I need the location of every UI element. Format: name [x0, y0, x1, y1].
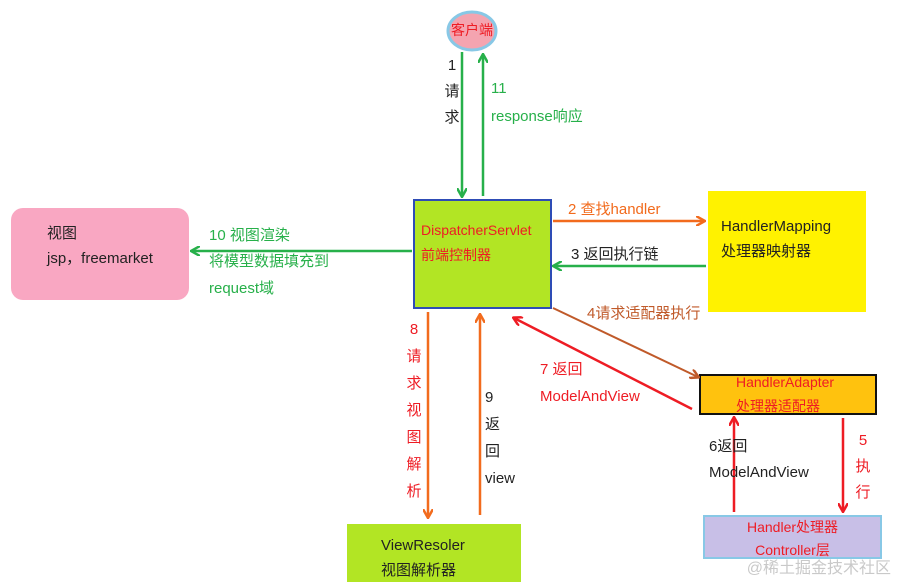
dispatcher-title: DispatcherServlet — [421, 222, 532, 238]
edge-8-num: 8 — [409, 321, 419, 338]
dispatcher-node-shape — [413, 199, 552, 309]
edge-9-char-2: 回 — [485, 443, 501, 460]
client-node-shape — [446, 10, 498, 52]
edge-8-char-4: 图 — [406, 429, 422, 446]
view-subtitle: jsp，freemarket — [47, 250, 153, 267]
edge-5-label: 5 执 行 — [854, 428, 872, 506]
edge-8-char-1: 请 — [406, 348, 422, 365]
client-node: 客户端 — [448, 19, 496, 41]
edge-2-label: 2 查找handler — [568, 201, 661, 218]
handler-title: Handler处理器 — [746, 519, 839, 535]
edge-8-char-5: 解 — [406, 456, 422, 473]
view-resolver-node-shape — [347, 524, 521, 582]
edge-8-char-6: 析 — [406, 483, 422, 500]
handler-mapping-subtitle: 处理器映射器 — [721, 243, 812, 260]
edge-5-num: 5 — [858, 432, 868, 449]
handler-mapping-title: HandlerMapping — [721, 218, 832, 235]
view-resolver-subtitle: 视图解析器 — [381, 562, 457, 579]
edge-1-num: 1 — [447, 57, 457, 74]
edge-5-char-1: 执 — [855, 458, 871, 475]
view-node-shape — [11, 208, 189, 300]
handler-adapter-node: HandlerAdapter 处理器适配器 — [736, 370, 876, 418]
edge-10-line3: request域 — [209, 280, 275, 297]
edge-6-line1: 6返回 — [709, 438, 748, 455]
edge-6-line2: ModelAndView — [709, 464, 809, 481]
edge-1-char-1: 请 — [444, 83, 460, 100]
dispatcher-subtitle: 前端控制器 — [421, 247, 491, 263]
edge-7-return-mav — [514, 318, 693, 411]
edge-4-adapter-exec — [552, 307, 698, 377]
handler-mapping-node-shape — [708, 191, 866, 312]
edge-11-num: 11 — [491, 80, 507, 97]
watermark: @稀土掘金技术社区 — [746, 560, 891, 577]
handler-node-shape — [703, 515, 882, 559]
edge-4-label: 4请求适配器执行 — [587, 305, 701, 322]
edge-1-char-2: 求 — [444, 109, 460, 126]
dispatcher-node: DispatcherServlet 前端控制器 — [421, 218, 551, 268]
edge-8-char-2: 求 — [406, 375, 422, 392]
edge-9-label: 9 返 回 view — [485, 384, 515, 492]
view-resolver-title: ViewResoler — [381, 537, 465, 554]
handler-subtitle: Controller层 — [755, 542, 830, 558]
edge-7-line1: 7 返回 — [540, 361, 583, 378]
client-label: 客户端 — [451, 22, 493, 38]
handler-node: Handler处理器 Controller层 — [704, 516, 881, 558]
view-resolver-node: ViewResoler 视图解析器 — [381, 533, 519, 583]
edge-8-char-3: 视 — [406, 402, 422, 419]
edge-10-line2: 将模型数据填充到 — [209, 253, 330, 270]
edge-10-line1: 10 视图渲染 — [209, 227, 290, 244]
edge-8-label: 8 请 求 视 图 解 析 — [405, 316, 423, 505]
handler-mapping-node: HandlerMapping 处理器映射器 — [721, 214, 861, 264]
edge-5-char-2: 行 — [855, 484, 871, 501]
view-title: 视图 — [47, 225, 78, 242]
handler-adapter-title: HandlerAdapter — [736, 374, 835, 390]
edge-1-label: 1 请 求 — [443, 53, 461, 131]
view-node: 视图 jsp，freemarket — [47, 221, 187, 271]
edge-9-end: view — [485, 470, 516, 487]
edge-9-num: 9 — [485, 389, 494, 406]
edge-3-label: 3 返回执行链 — [571, 246, 659, 263]
handler-adapter-node-shape — [699, 374, 877, 415]
edge-7-line2: ModelAndView — [540, 388, 640, 405]
handler-adapter-subtitle: 处理器适配器 — [736, 398, 820, 414]
edge-9-char-1: 返 — [485, 416, 501, 433]
edge-11-text: response响应 — [491, 108, 583, 125]
